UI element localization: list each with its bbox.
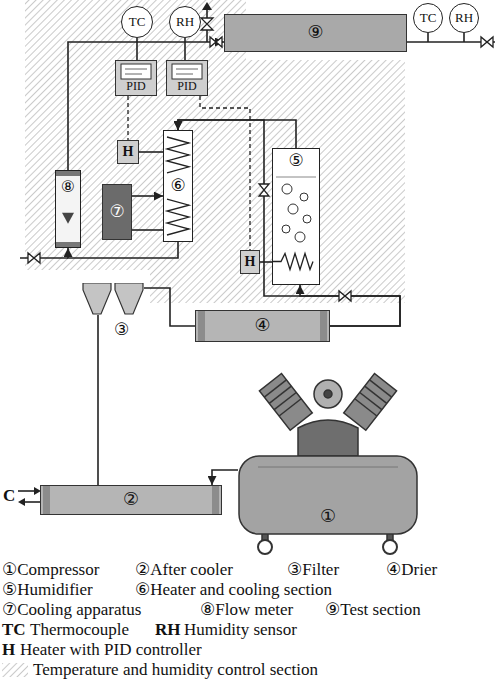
control-signal-line <box>127 96 128 140</box>
humidity-sensor-circle: RH <box>449 3 479 33</box>
key-text: RH <box>155 620 181 639</box>
sensor-stem <box>463 33 465 42</box>
valve-symbol <box>259 184 269 196</box>
key-text: ②After cooler <box>135 560 233 579</box>
node-label: RH <box>176 15 194 29</box>
cylinder-fin <box>279 399 301 416</box>
wheel <box>258 540 272 554</box>
node-label: ④ <box>254 316 270 336</box>
wheel <box>383 540 397 554</box>
cylinder-fin <box>269 386 291 403</box>
node-label: ⑦ <box>109 203 124 222</box>
valve-symbol <box>210 37 222 47</box>
key-text: ⑦Cooling apparatus <box>2 600 141 619</box>
pipe-connector <box>132 195 163 197</box>
pipe-connector <box>97 315 99 485</box>
pid-controller-box: PID <box>115 60 157 96</box>
thermocouple-circle: TC <box>121 6 153 38</box>
legend-swatch <box>2 663 28 677</box>
node-label: ② <box>123 490 139 510</box>
node-label: TC <box>129 15 146 29</box>
cylinder-fin <box>360 392 382 409</box>
sensor-line <box>184 38 186 60</box>
pid-controller-box: PID <box>166 60 208 96</box>
legend-row: Temperature and humidity control section <box>2 660 318 679</box>
valve-symbol <box>201 18 213 30</box>
key-text: ⑥Heater and cooling section <box>135 580 332 599</box>
node-label: PID <box>126 80 145 93</box>
cylinder-fin <box>365 386 387 403</box>
node-label: ⑧ <box>61 178 75 196</box>
key-text: Humidity sensor <box>184 620 297 639</box>
legend-swatch-fill <box>2 663 28 677</box>
cylinder-fin <box>274 392 296 409</box>
heater-box: H <box>240 250 260 274</box>
crankcase <box>298 420 358 456</box>
node-label: ⑨ <box>307 23 323 43</box>
heat-exchanger-box: ⑥ <box>163 130 193 242</box>
sensor-line <box>260 261 272 263</box>
pipe-connector <box>212 470 238 485</box>
key-text: H <box>2 640 15 659</box>
coolant-out <box>25 501 40 503</box>
cylinder-fin <box>370 380 392 397</box>
cooling-apparatus-box: ⑦ <box>102 184 132 240</box>
test-section-box: ⑨ <box>224 14 407 52</box>
node-label: ⑥ <box>170 177 185 196</box>
pipe-lines <box>18 9 495 502</box>
heater-box: H <box>117 140 139 164</box>
coolant-in <box>18 490 35 492</box>
node-label: H <box>123 144 134 159</box>
key-text: ④Drier <box>386 560 437 579</box>
key-text: ①Compressor <box>2 560 99 579</box>
pipe-connector <box>178 120 400 326</box>
drier-cylinder: ④ <box>195 310 330 342</box>
key-text: Heater with PID controller <box>20 640 202 659</box>
coolant-arrowhead <box>18 498 25 506</box>
compressor-tank: ① <box>238 455 418 535</box>
pipe-connector <box>132 229 163 231</box>
key-text: ⑨Test section <box>325 600 421 619</box>
filter-pair: ③ <box>82 283 144 315</box>
compressor-cylinder <box>259 374 312 431</box>
sensor-stem <box>427 33 429 42</box>
node-label: TC <box>420 11 437 25</box>
sensor-line <box>136 38 138 60</box>
legend-text: Temperature and humidity control section <box>33 660 318 679</box>
valve-symbol <box>481 37 493 47</box>
key-text: Thermocouple <box>30 620 129 639</box>
pipe-connector <box>144 288 195 326</box>
humidity-sensor-circle: RH <box>169 6 201 38</box>
key-text: ③Filter <box>287 560 339 579</box>
flywheel <box>314 380 342 408</box>
vent-arrowhead <box>202 2 212 10</box>
pipe-connector <box>178 120 296 148</box>
drain-pipe <box>20 257 68 259</box>
valve-symbol <box>28 253 40 263</box>
node-label: H <box>245 254 256 269</box>
node-label: ⑤ <box>288 152 303 171</box>
pipe-connector <box>68 242 178 258</box>
after-cooler-cylinder: ② <box>40 485 222 515</box>
humidifier-tank: ⑤ <box>272 148 320 285</box>
node-label: PID <box>177 80 196 93</box>
cylinder-fin <box>355 399 377 416</box>
flow-meter: ⑧ <box>55 170 81 248</box>
node-label: RH <box>455 11 473 25</box>
flywheel-hub <box>324 390 332 398</box>
sensor-line <box>139 151 163 153</box>
node-label: ① <box>320 507 336 527</box>
control-signal-line <box>200 96 250 250</box>
cylinder-fin <box>264 380 286 397</box>
key-text: ⑤Humidifier <box>2 580 93 599</box>
coolant-label: C <box>3 486 15 505</box>
key-text: ⑧Flow meter <box>200 600 293 619</box>
node-label: ③ <box>114 321 129 340</box>
key-text: TC <box>2 620 26 639</box>
filter-pair-detail <box>82 283 144 315</box>
thermocouple-circle: TC <box>413 3 443 33</box>
valve-symbol <box>339 291 351 301</box>
compressor-cylinder <box>344 374 397 431</box>
